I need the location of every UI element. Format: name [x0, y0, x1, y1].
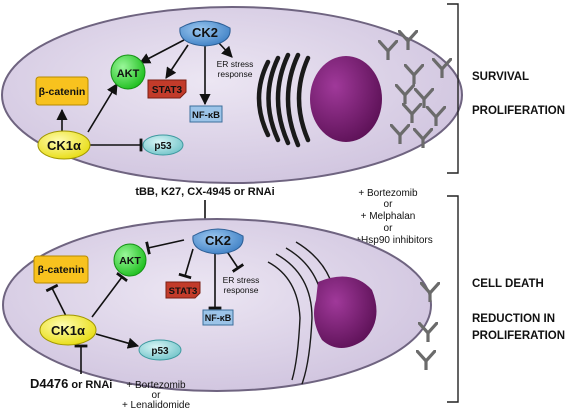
bottom-node-ck2: CK2 — [192, 228, 244, 255]
bottom-node-beta-catenin: β-catenin — [33, 255, 89, 284]
bottom-node-nfkb: NF-κB — [202, 309, 234, 326]
bottom-p53-label: p53 — [151, 346, 169, 357]
ck2-combo-or-2: or — [384, 223, 394, 234]
top-stat3-label: STAT3 — [152, 85, 183, 96]
bottom-outcome-reduction: REDUCTION IN — [472, 313, 555, 325]
ck2-combo-or-1: or — [384, 199, 394, 210]
antibody-icon — [416, 350, 436, 370]
bottom-bcat-label: β-catenin — [38, 264, 85, 276]
top-ck2-label: CK2 — [192, 25, 218, 40]
ck2-combo-melphalan: + Melphalan — [361, 211, 416, 222]
bottom-outcome-proliferation: PROLIFERATION — [472, 330, 565, 342]
top-node-akt: AKT — [110, 54, 146, 90]
top-outcome-proliferation: PROLIFERATION — [472, 105, 565, 117]
bottom-stat3-label: STAT3 — [169, 286, 198, 297]
ck2-inhibitors-label: tBB, K27, CX-4945 or RNAi — [135, 186, 274, 198]
antibody-icon — [418, 322, 438, 342]
bottom-outcome-cell-death: CELL DEATH — [472, 278, 544, 290]
edge-ck1a-akt — [87, 83, 118, 133]
bottom-node-stat3: STAT3 — [165, 281, 201, 299]
top-er-response-label: response — [218, 69, 253, 79]
top-node-stat3: STAT3 — [147, 79, 187, 99]
edge-ck1a-akt-b — [91, 272, 128, 318]
top-p53-label: p53 — [154, 141, 172, 152]
edge-ck2-er — [217, 41, 233, 58]
edge-ck1a-bcat-b — [45, 283, 67, 317]
top-ck1a-label: CK1α — [47, 138, 81, 153]
top-edges — [56, 39, 233, 152]
ck1-inhibitor-label: D4476 or RNAi — [30, 376, 112, 391]
d4476-label: D4476 — [30, 376, 68, 391]
bottom-cell: CK2 AKT STAT3 NF-κB ER stress response β… — [2, 218, 432, 392]
top-nucleus — [310, 56, 382, 142]
ck1-combo-lenalidomide: + Lenalidomide — [122, 400, 191, 409]
top-bracket — [447, 3, 459, 174]
bottom-ck2-label: CK2 — [205, 233, 231, 248]
top-node-nfkb: NF-κB — [189, 105, 223, 123]
rnai-label: or RNAi — [68, 379, 112, 391]
ck2-combo-bortezomib: + Bortezomib — [358, 188, 418, 199]
top-node-p53: p53 — [142, 134, 184, 156]
ck1-combo-bortezomib: + Bortezomib — [126, 380, 186, 391]
top-bcat-label: β-catenin — [39, 86, 86, 98]
bottom-ck1a-label: CK1α — [51, 323, 85, 338]
top-node-ck2: CK2 — [179, 20, 231, 47]
bottom-nucleus — [314, 276, 377, 348]
edge-ck2-akt-b — [145, 239, 185, 255]
bottom-akt-label: AKT — [119, 255, 141, 267]
top-outcome-survival: SURVIVAL — [472, 71, 529, 83]
bottom-node-ck1a: CK1α — [39, 314, 97, 346]
bottom-er-stress-label: ER stress — [223, 275, 260, 285]
bottom-edges — [45, 239, 245, 374]
bottom-nfkb-label: NF-κB — [205, 313, 232, 323]
bottom-node-p53: p53 — [138, 339, 182, 361]
top-akt-label: AKT — [117, 68, 140, 80]
bottom-er-response-label: response — [224, 285, 259, 295]
bottom-node-akt: AKT — [113, 243, 147, 277]
top-node-ck1a: CK1α — [37, 130, 91, 160]
bottom-cell-membrane — [2, 218, 432, 392]
edge-ck1a-p53-b — [95, 333, 140, 349]
edge-ck2-akt — [139, 39, 185, 64]
top-node-beta-catenin: β-catenin — [35, 76, 89, 106]
edge-ck2-stat3-b — [178, 248, 194, 280]
top-nfkb-label: NF-κB — [192, 110, 220, 121]
edge-ck2-stat3 — [165, 44, 189, 79]
ck1-combo-or: or — [152, 390, 162, 401]
bottom-bracket — [447, 195, 459, 403]
top-er-stress-label: ER stress — [217, 59, 254, 69]
top-er-membranes — [256, 52, 311, 148]
ck2-combo-hsp90: +Hsp90 inhibitors — [355, 235, 433, 246]
top-cell: CK2 AKT STAT3 NF-κB ER stress response β… — [1, 6, 463, 184]
